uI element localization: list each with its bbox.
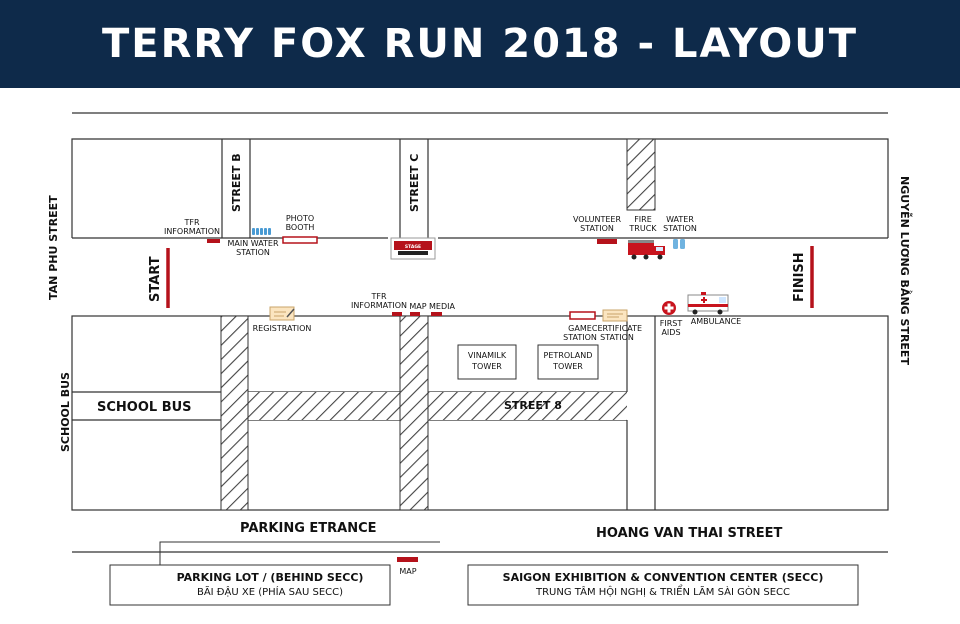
first-aid-icon (662, 301, 676, 315)
street-b-label: STREET B (230, 153, 243, 212)
game-station-marker (569, 311, 596, 320)
fire-truck-icon (628, 240, 665, 260)
stage-label: STAGE (405, 244, 421, 250)
school-bus-side-label: SCHOOL BUS (59, 372, 72, 452)
water-bottles-icon (673, 239, 685, 249)
ambulance-label: AMBULANCE (691, 317, 741, 326)
street-8-label: STREET 8 (504, 399, 562, 412)
page-title: TERRY FOX RUN 2018 - LAYOUT (102, 21, 858, 67)
school-bus-lane-label: SCHOOL BUS (97, 400, 192, 415)
parking-lot-box (109, 564, 391, 606)
map-marker (410, 312, 420, 316)
street-c-crosswalk (399, 315, 429, 511)
registration-label: REGISTRATION (253, 324, 312, 333)
map-bottom-marker (397, 557, 418, 562)
parking-entrance-label: PARKING ETRANCE (240, 521, 377, 536)
parking-lot-subtitle: BÃI ĐẬU XE (PHÍA SAU SECC) (197, 585, 343, 598)
nguyen-luong-bang-street-label: NGUYỄN LƯƠNG BẰNG STREET (898, 176, 913, 365)
hoang-van-thai-street-label: HOANG VAN THAI STREET (596, 526, 783, 541)
crosswalk-north (626, 138, 656, 211)
media-marker (431, 312, 442, 316)
vinamilk-tower-box (457, 344, 517, 380)
north-block-outline (71, 138, 889, 238)
volunteer-station-marker (597, 239, 617, 244)
start-label: START (148, 256, 163, 302)
secc-subtitle: TRUNG TÂM HỘI NGHỊ & TRIỂN LÃM SÀI GÒN S… (535, 584, 790, 598)
tfr-information-1-marker (207, 239, 220, 243)
certificate-icon (602, 309, 628, 322)
tfr-information-2-marker (392, 312, 402, 316)
registration-icon (269, 306, 295, 321)
map-bottom-label: MAP (399, 567, 416, 576)
street-8-hatch-b (428, 392, 627, 420)
site-map: TAN PHU STREET NGUYỄN LƯƠNG BẰNG STREET … (47, 112, 913, 606)
street-8-hatch-a (248, 392, 400, 420)
media-label: MEDIA (429, 302, 455, 311)
finish-label: FINISH (792, 252, 807, 302)
ambulance-icon (687, 292, 729, 315)
main-water-bottles-icon (252, 228, 271, 235)
south-block-outline (71, 315, 889, 511)
map-label: MAP (409, 302, 426, 311)
tan-phu-street-label: TAN PHU STREET (47, 195, 60, 300)
parking-lot-title: PARKING LOT / (BEHIND SECC) (177, 571, 364, 584)
stage-marker (390, 237, 436, 260)
street-b-crosswalk (220, 315, 249, 511)
secc-title: SAIGON EXHIBITION & CONVENTION CENTER (S… (503, 571, 824, 584)
photo-booth-marker (282, 236, 318, 244)
header-bar (0, 0, 960, 88)
secc-box (467, 564, 859, 606)
street-c-label: STREET C (408, 154, 421, 212)
petroland-tower-box (537, 344, 599, 380)
